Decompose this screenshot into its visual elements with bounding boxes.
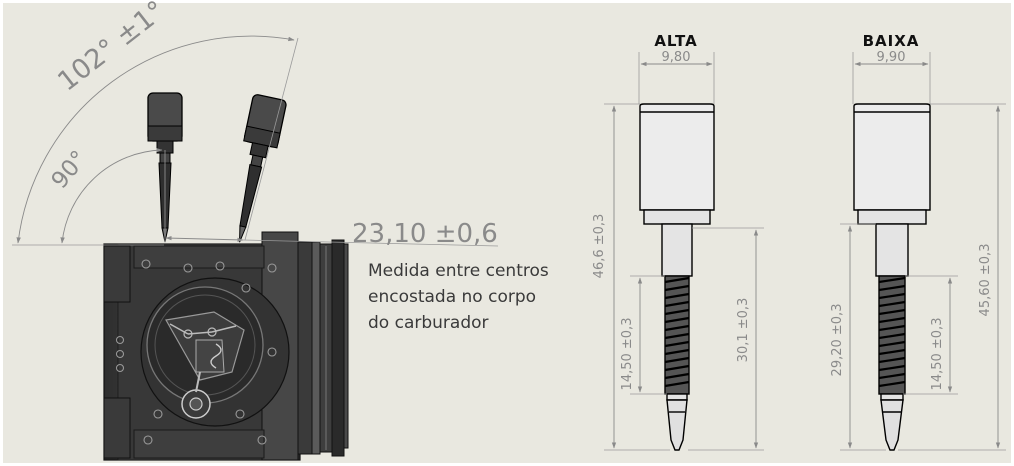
baixa-total-length-label: 45,60 ±0,3 bbox=[978, 244, 993, 317]
measurement-note: Medida entre centros encostada no corpo … bbox=[368, 258, 588, 336]
note-line-1: Medida entre centros bbox=[368, 261, 549, 281]
alta-shank-length-label: 30,1 ±0,3 bbox=[736, 298, 751, 363]
baixa-shank-length-label: 29,20 ±0,3 bbox=[830, 304, 845, 377]
alta-screw: ALTA 9,80 46,6 ±0,3 30,1 ±0,3 bbox=[592, 32, 764, 451]
alta-thread-length-label: 14,50 ±0,3 bbox=[620, 318, 635, 391]
baixa-thread bbox=[878, 276, 906, 388]
alta-title: ALTA bbox=[654, 32, 697, 50]
baixa-width-label: 9,90 bbox=[877, 50, 906, 65]
angle-102-label: 102° ±1° bbox=[52, 0, 171, 98]
center-distance-label: 23,10 ±0,6 bbox=[352, 219, 498, 249]
alta-total-length-label: 46,6 ±0,3 bbox=[592, 214, 607, 279]
baixa-screw: BAIXA 9,90 29,20 ±0,3 14,50 ±0,3 bbox=[830, 32, 1006, 451]
baixa-title: BAIXA bbox=[863, 32, 920, 50]
alta-thread bbox=[664, 276, 690, 388]
alta-width-label: 9,80 bbox=[662, 50, 691, 65]
carburetor-body bbox=[103, 231, 349, 461]
baixa-thread-length-label: 14,50 ±0,3 bbox=[930, 318, 945, 391]
note-line-3: do carburador bbox=[368, 313, 489, 333]
center-distance-dimension: 23,10 ±0,6 bbox=[165, 219, 499, 249]
note-line-2: encostada no corpo bbox=[368, 287, 537, 307]
